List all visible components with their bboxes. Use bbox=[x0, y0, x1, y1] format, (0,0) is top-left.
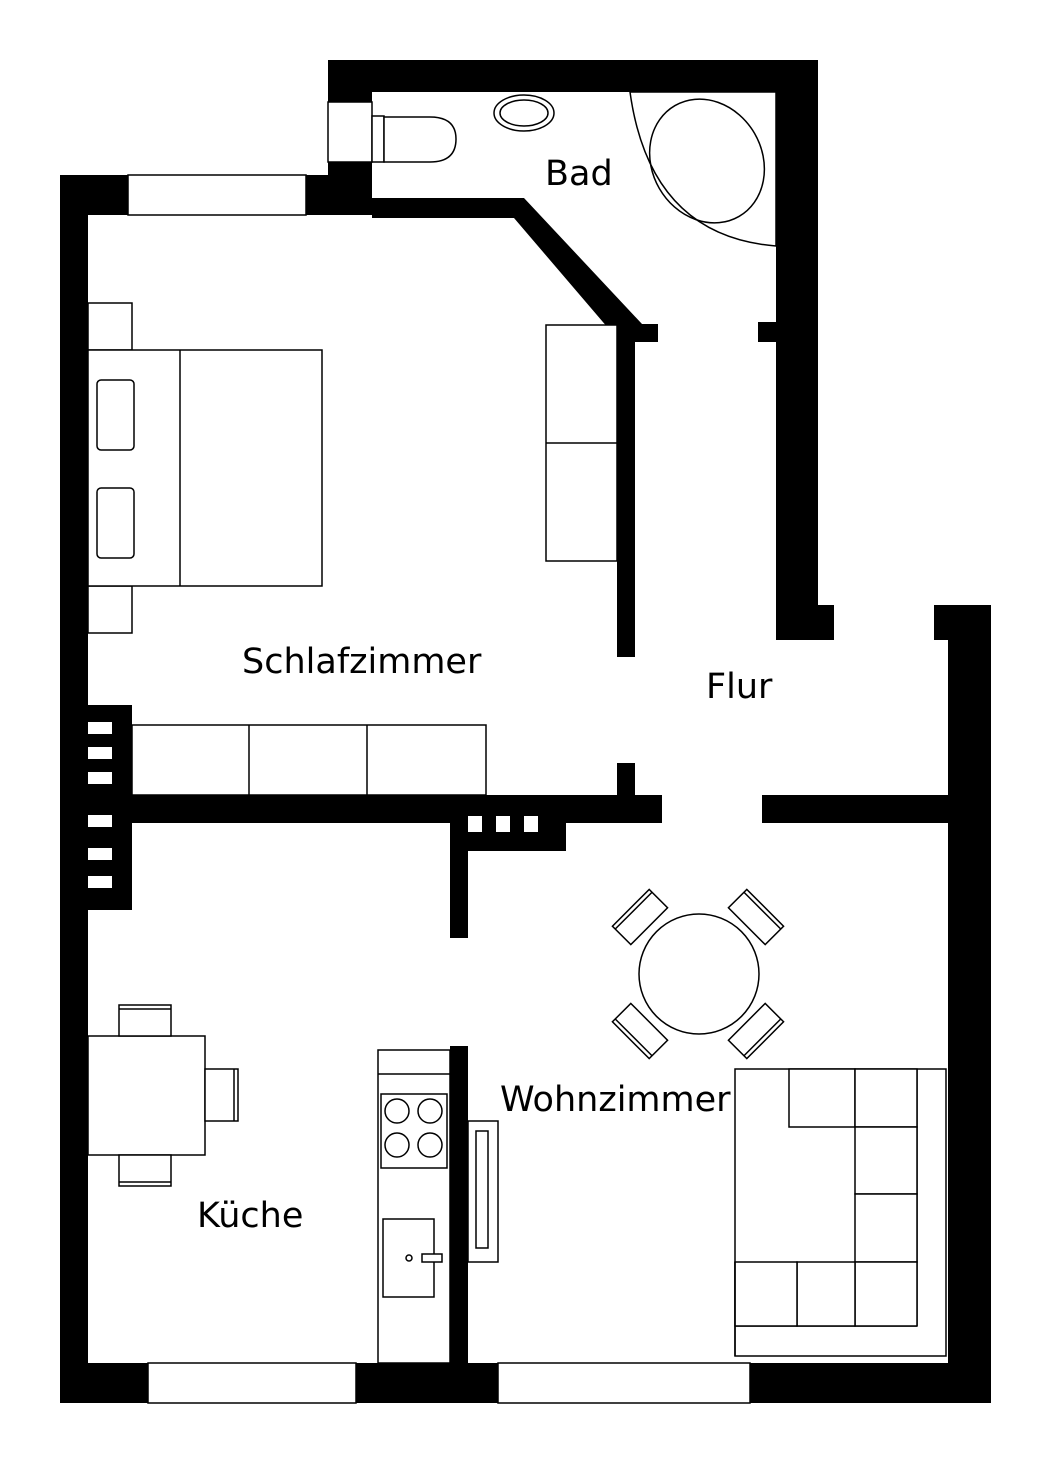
wall-kitchen-living bbox=[450, 1046, 468, 1403]
window-kitchen bbox=[147, 1362, 357, 1404]
vent-openings bbox=[88, 722, 538, 888]
kitchen-table bbox=[87, 1035, 206, 1156]
faucet bbox=[421, 1253, 443, 1263]
vent-opening bbox=[88, 747, 112, 759]
wall-mid-right bbox=[762, 795, 962, 823]
sink-drain bbox=[405, 1254, 413, 1262]
chair-back bbox=[743, 1018, 782, 1057]
chair bbox=[611, 1002, 669, 1060]
vent-opening bbox=[88, 815, 112, 827]
wall-bed-hall bbox=[617, 324, 635, 657]
wall-bottom-3 bbox=[750, 1363, 991, 1403]
vent-opening bbox=[88, 876, 112, 888]
wall-bath-right bbox=[776, 60, 818, 640]
dresser bbox=[131, 724, 487, 796]
wall-bath-stub bbox=[758, 322, 778, 342]
wall-bath-right-foot bbox=[776, 605, 834, 640]
vent-opening bbox=[468, 816, 482, 832]
burner bbox=[417, 1132, 443, 1158]
vent-opening bbox=[88, 772, 112, 784]
wall-bed-hall-lower bbox=[617, 763, 635, 803]
wall-kitchen-living-top bbox=[450, 795, 468, 938]
label-schlafzimmer: Schlafzimmer bbox=[242, 642, 482, 682]
burner bbox=[417, 1098, 443, 1124]
bathroom-fixtures bbox=[371, 91, 777, 247]
sofa-gap bbox=[736, 1070, 788, 1261]
label-flur: Flur bbox=[706, 667, 773, 707]
room-labels: Bad Schlafzimmer Flur Wohnzimmer Küche bbox=[197, 154, 773, 1236]
chair bbox=[118, 1154, 172, 1187]
wall-bath-bottom-left bbox=[306, 175, 372, 215]
kitchen-furniture bbox=[87, 1004, 451, 1364]
vent-opening bbox=[88, 722, 112, 734]
vent-opening bbox=[496, 816, 510, 832]
nightstand bbox=[87, 585, 133, 634]
bathtub-basin bbox=[648, 98, 766, 224]
burner bbox=[384, 1098, 410, 1124]
living-furniture bbox=[467, 888, 947, 1357]
dining-set bbox=[611, 888, 785, 1060]
wall-top-left bbox=[60, 175, 128, 215]
chair bbox=[204, 1068, 239, 1122]
sofa-cushion bbox=[854, 1068, 918, 1128]
wall-mid-left bbox=[88, 795, 662, 823]
chair bbox=[611, 888, 669, 946]
vent-block-left bbox=[60, 705, 132, 910]
pillow bbox=[96, 487, 135, 559]
label-wohnzimmer: Wohnzimmer bbox=[500, 1080, 731, 1120]
sofa-cushion bbox=[854, 1126, 918, 1195]
chair bbox=[727, 1002, 785, 1060]
window-bedroom bbox=[127, 174, 307, 216]
bedroom-furniture bbox=[87, 302, 618, 796]
sofa-cushion bbox=[734, 1261, 798, 1327]
window-living bbox=[497, 1362, 751, 1404]
tv bbox=[475, 1130, 489, 1249]
label-bad: Bad bbox=[545, 154, 613, 194]
chair bbox=[118, 1004, 172, 1037]
wall-bottom-2 bbox=[356, 1363, 498, 1403]
wall-bath-top bbox=[328, 60, 818, 92]
sofa-cushion bbox=[854, 1193, 918, 1263]
bathtub bbox=[629, 91, 777, 247]
bath-sink-inner bbox=[499, 99, 549, 127]
walls bbox=[60, 60, 991, 1403]
sofa-cushion bbox=[796, 1261, 856, 1327]
wall-outer-right-top bbox=[934, 605, 991, 640]
round-table bbox=[638, 913, 760, 1035]
wall-bath-left bbox=[328, 60, 372, 102]
chair bbox=[727, 888, 785, 946]
pillow bbox=[96, 379, 135, 451]
nightstand bbox=[87, 302, 133, 351]
vent-opening bbox=[88, 848, 112, 860]
wall-outer-right bbox=[948, 605, 991, 1403]
chair-back bbox=[614, 891, 653, 930]
chair-back bbox=[743, 891, 782, 930]
sofa-cushion bbox=[854, 1261, 918, 1327]
wall-bottom-1 bbox=[60, 1363, 148, 1403]
tv-board bbox=[467, 1120, 499, 1263]
burner bbox=[384, 1132, 410, 1158]
chair-back bbox=[614, 1018, 653, 1057]
toilet-bowl bbox=[383, 116, 457, 163]
window-bath bbox=[327, 101, 373, 163]
wall-bath-bottom bbox=[372, 198, 658, 342]
vent-opening bbox=[524, 816, 538, 832]
label-kueche: Küche bbox=[197, 1196, 303, 1236]
toilet-tank bbox=[371, 115, 385, 163]
sofa-cushion bbox=[788, 1068, 856, 1128]
bath-sink bbox=[493, 94, 555, 132]
